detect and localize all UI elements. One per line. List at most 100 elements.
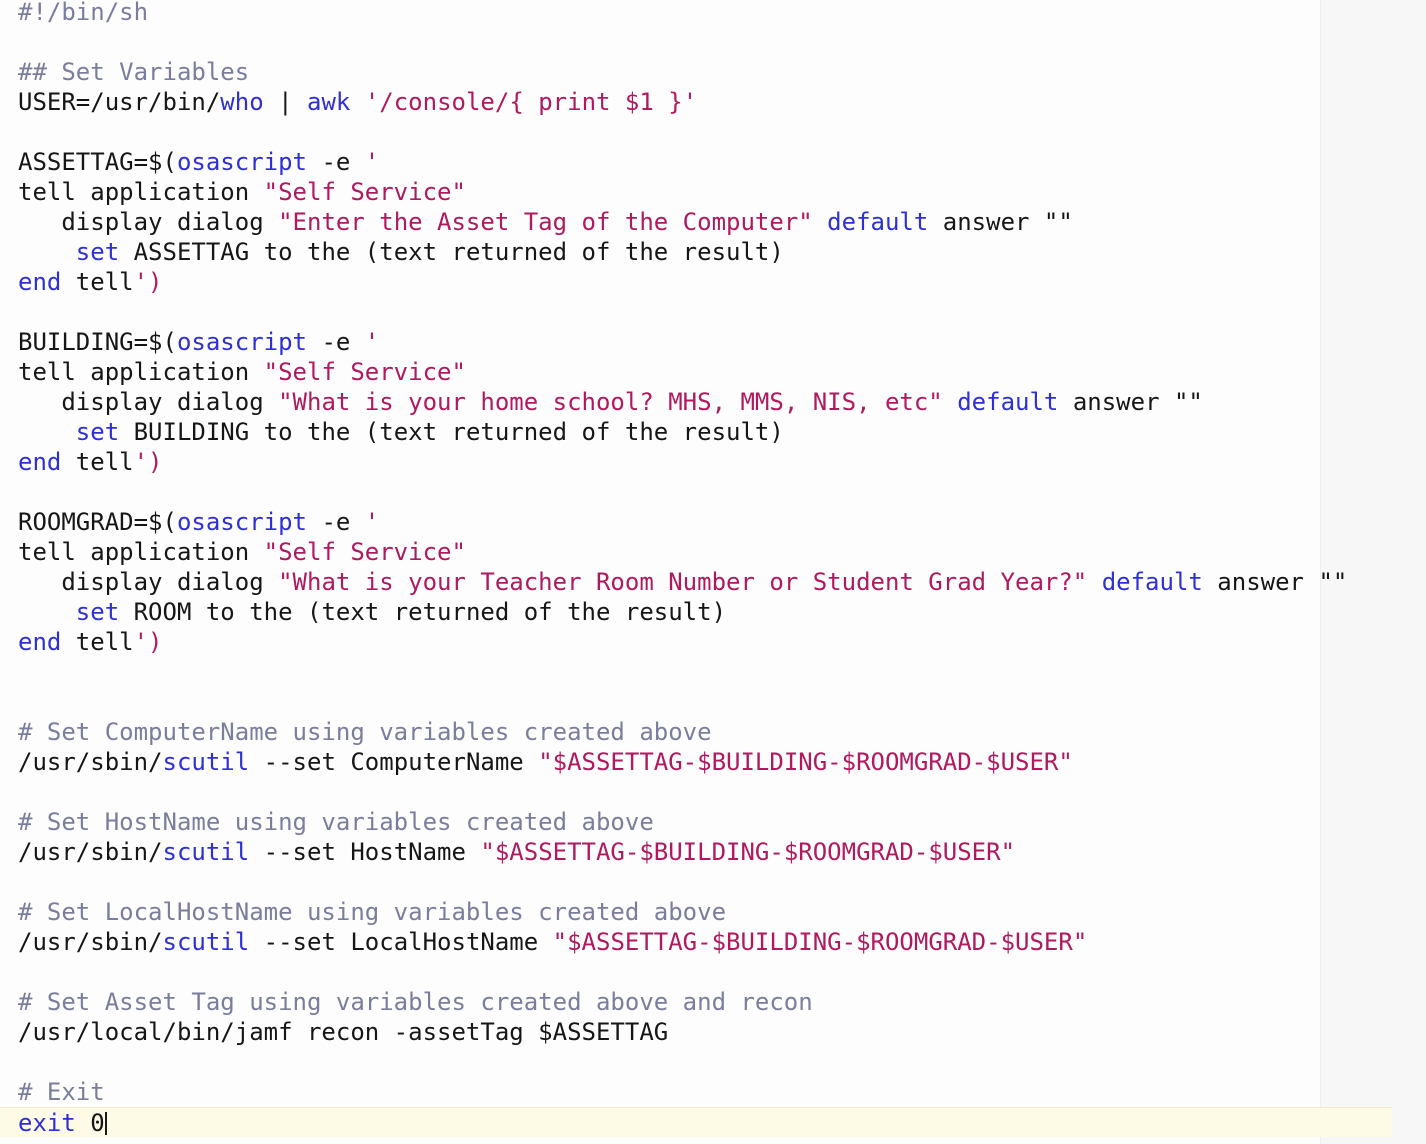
code-line: ## Set Variables (0, 57, 1426, 87)
code-token: ROOMGRAD=$( (18, 508, 177, 536)
code-line: # Set LocalHostName using variables crea… (0, 897, 1426, 927)
code-token: /usr/sbin/ (18, 928, 163, 956)
code-token: ') (133, 628, 163, 656)
code-token: ') (133, 268, 163, 296)
code-token: tell (61, 628, 134, 656)
code-token: BUILDING to the (text returned of the re… (119, 418, 784, 446)
code-line: tell application "Self Service" (0, 357, 1426, 387)
code-line: BUILDING=$(osascript -e ' (0, 327, 1426, 357)
code-token: "What is your Teacher Room Number or Stu… (278, 568, 1088, 596)
code-line: #!/bin/sh (0, 0, 1426, 27)
code-token: display dialog (18, 208, 279, 236)
code-token: set (75, 418, 120, 446)
code-token: # Exit (18, 1078, 105, 1106)
code-token: /usr/sbin/ (18, 838, 163, 866)
code-line (0, 687, 1426, 717)
code-token: --set ComputerName (249, 748, 539, 776)
code-token: display dialog (18, 568, 279, 596)
code-line (0, 777, 1426, 807)
code-token: ' (364, 328, 380, 356)
code-line (0, 117, 1426, 147)
code-token: # Set ComputerName using variables creat… (18, 718, 712, 746)
code-token (18, 418, 76, 446)
code-token: -e (307, 148, 365, 176)
code-line (0, 477, 1426, 507)
code-token: end (18, 268, 62, 296)
code-token: set (75, 598, 120, 626)
code-token: "Self Service" (263, 538, 466, 566)
code-token: /usr/sbin/ (18, 748, 163, 776)
code-token: default (1101, 568, 1203, 596)
code-line: end tell') (0, 267, 1426, 297)
code-token: awk (307, 88, 351, 116)
code-token: display dialog (18, 388, 279, 416)
code-token: #!/bin/sh (18, 0, 149, 26)
code-token: exit (18, 1109, 76, 1137)
code-token: ASSETTAG=$( (18, 148, 177, 176)
code-token (18, 598, 76, 626)
code-token: ## Set Variables (18, 58, 250, 86)
code-token: "$ASSETTAG-$BUILDING-$ROOMGRAD-$USER" (480, 838, 1016, 866)
code-line (0, 1047, 1426, 1077)
code-line: ROOMGRAD=$(osascript -e ' (0, 507, 1426, 537)
code-token: answer "" (1058, 388, 1203, 416)
text-cursor (104, 1112, 107, 1135)
code-token: osascript (176, 148, 307, 176)
code-line (0, 867, 1426, 897)
code-line: set ROOM to the (text returned of the re… (0, 597, 1426, 627)
code-token: tell application (18, 178, 264, 206)
code-token (813, 208, 827, 236)
code-token: default (827, 208, 929, 236)
code-token: scutil (162, 748, 250, 776)
code-line: USER=/usr/bin/who | awk '/console/{ prin… (0, 87, 1426, 117)
code-line: tell application "Self Service" (0, 177, 1426, 207)
code-line: set BUILDING to the (text returned of th… (0, 417, 1426, 447)
code-line: /usr/sbin/scutil --set LocalHostName "$A… (0, 927, 1426, 957)
code-line: display dialog "What is your home school… (0, 387, 1426, 417)
code-token: ' (364, 148, 380, 176)
code-line: /usr/sbin/scutil --set HostName "$ASSETT… (0, 837, 1426, 867)
editor-right-gutter (1320, 0, 1426, 1144)
code-token: tell application (18, 538, 264, 566)
code-line: # Set ComputerName using variables creat… (0, 717, 1426, 747)
code-token (350, 88, 364, 116)
code-token: # Set LocalHostName using variables crea… (18, 898, 727, 926)
code-token: answer "" (928, 208, 1073, 236)
code-token: "Self Service" (263, 178, 466, 206)
code-line: set ASSETTAG to the (text returned of th… (0, 237, 1426, 267)
code-token: scutil (162, 928, 250, 956)
code-token: BUILDING=$( (18, 328, 177, 356)
code-line: end tell') (0, 447, 1426, 477)
code-token: -e (307, 328, 365, 356)
code-token: set (75, 238, 120, 266)
code-token: osascript (176, 328, 307, 356)
code-line (0, 297, 1426, 327)
code-line: # Exit (0, 1077, 1426, 1107)
code-token (943, 388, 957, 416)
code-token: osascript (176, 508, 307, 536)
code-token: --set HostName (249, 838, 481, 866)
code-line (0, 957, 1426, 987)
code-line: display dialog "What is your Teacher Roo… (0, 567, 1426, 597)
code-line: # Set HostName using variables created a… (0, 807, 1426, 837)
code-token: # Set Asset Tag using variables created … (18, 988, 813, 1016)
code-line: exit 0 (0, 1107, 1392, 1137)
code-token: | (263, 88, 308, 116)
code-token: default (957, 388, 1059, 416)
code-token: "What is your home school? MHS, MMS, NIS… (278, 388, 943, 416)
code-token: ASSETTAG to the (text returned of the re… (119, 238, 784, 266)
code-token: 0 (75, 1109, 105, 1137)
code-line (0, 27, 1426, 57)
code-token: "$ASSETTAG-$BUILDING-$ROOMGRAD-$USER" (538, 748, 1073, 776)
code-line: ASSETTAG=$(osascript -e ' (0, 147, 1426, 177)
code-token (18, 238, 76, 266)
code-token: /usr/local/bin/jamf recon -assetTag $ASS… (18, 1018, 669, 1046)
code-token: ROOM to the (text returned of the result… (119, 598, 727, 626)
code-token: ' (364, 508, 380, 536)
code-token (1087, 568, 1101, 596)
code-token: USER=/usr/bin/ (18, 88, 221, 116)
code-token: "$ASSETTAG-$BUILDING-$ROOMGRAD-$USER" (552, 928, 1088, 956)
code-token: tell application (18, 358, 264, 386)
